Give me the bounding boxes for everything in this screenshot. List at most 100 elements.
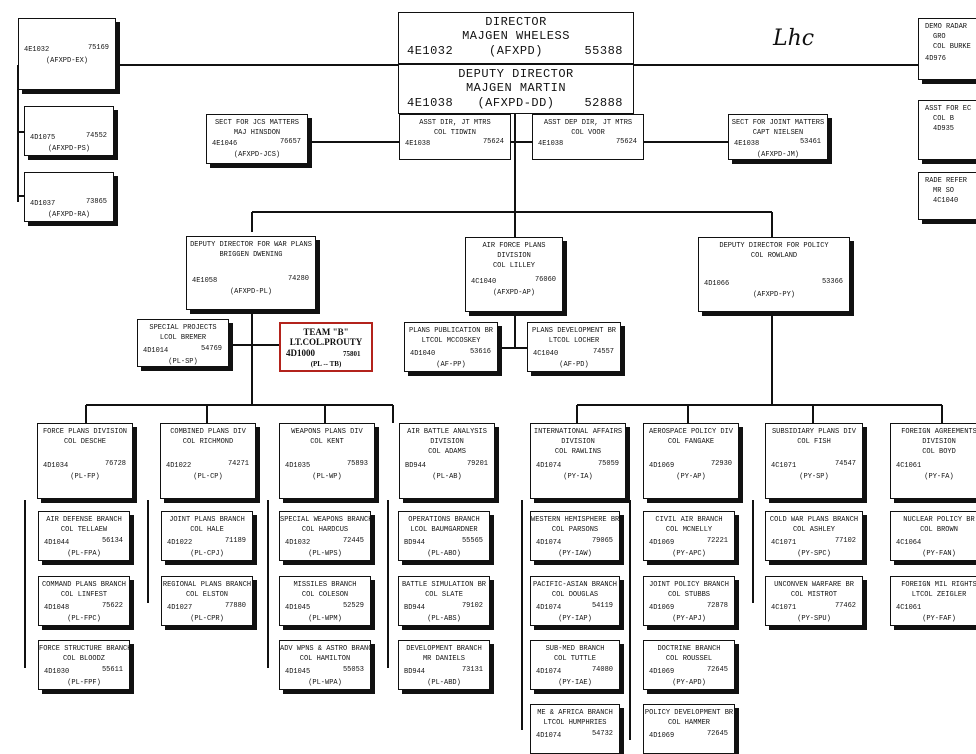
unit-chief: LTCOL LOCHER: [548, 337, 600, 345]
office-symbol: (PL-CP): [193, 473, 223, 481]
office-symbol: (PY-IAW): [558, 550, 592, 558]
unit-chief: COL HALE: [190, 526, 224, 534]
office-symbol: (PL-ABS): [427, 615, 461, 623]
room-number: 4D1074: [536, 668, 562, 676]
unit-chief: COL ASHLEY: [792, 526, 835, 534]
unit-chief: COL STUBBS: [667, 591, 710, 599]
director-title: DIRECTOR: [485, 15, 547, 29]
unit-title: MR SO: [933, 187, 955, 195]
room-number: 4D1000: [286, 348, 315, 358]
phone-number: 74280: [287, 275, 309, 283]
room-number: BD944: [405, 462, 427, 470]
room-number: BD944: [404, 668, 426, 676]
phone-number: 75801: [343, 350, 361, 358]
phone-number: 79201: [466, 460, 488, 468]
office-symbol: (AFXPD-JM): [756, 151, 799, 159]
unit-chief: COL MCNELLY: [665, 526, 713, 534]
phone-number: 55053: [342, 666, 364, 674]
phone-number: 79102: [461, 602, 483, 610]
office-symbol: (PL-FPC): [67, 615, 101, 623]
unit-chief: COL TELLAEW: [60, 526, 108, 534]
office-symbol: (AFXPD-DD): [477, 96, 555, 110]
office-symbol: (PL-WPS): [308, 550, 342, 558]
deputy-title: DEPUTY DIRECTOR: [458, 67, 574, 81]
room-number: 4C1071: [771, 539, 797, 547]
office-symbol: (PY-APC): [672, 550, 706, 558]
unit-title: TEAM "B": [303, 327, 349, 337]
room-number: 4E1038: [405, 140, 431, 148]
room-number: 4D1034: [43, 462, 69, 470]
phone-number: 76657: [279, 138, 301, 146]
unit-title: FORCE STRUCTURE BRANCH: [39, 645, 130, 653]
unit-chief: COL LILLEY: [492, 262, 535, 270]
phone-number: 74080: [591, 666, 613, 674]
office-symbol: (PY-FAN): [922, 550, 956, 558]
phone-number: 72445: [342, 537, 364, 545]
unit-chief: COL KENT: [310, 438, 344, 446]
room-number: 4E1058: [192, 277, 218, 285]
room-number: 4E1032: [407, 44, 454, 58]
unit-title: COMBINED PLANS DIV: [170, 428, 246, 436]
unit-chief: LT.COL.PROUTY: [289, 337, 363, 347]
unit-title: DOCTRINE BRANCH: [657, 645, 721, 653]
phone-number: 79065: [591, 537, 613, 545]
phone-number: 71189: [224, 537, 246, 545]
unit-chief: COL VOOR: [571, 129, 605, 137]
office-symbol: (AFXPD-JCS): [233, 151, 281, 159]
unit-title: AIR BATTLE ANALYSIS: [407, 428, 487, 436]
unit-chief: COL BROWN: [920, 526, 958, 534]
unit-chief: 4C1040: [933, 197, 959, 205]
unit-title: POLICY DEVELOPMENT BR: [644, 709, 734, 717]
room-number: 4D1074: [536, 732, 562, 740]
unit-chief: COL TUTTLE: [553, 655, 596, 663]
unit-title: DEMO RADAR: [925, 23, 968, 31]
room-number: 4D1069: [649, 604, 675, 612]
unit-chief: COL HAMMER: [667, 719, 710, 727]
unit-chief: COL BOYD: [922, 448, 956, 456]
phone-number: 55611: [101, 666, 123, 674]
office-symbol: (AFXPD-PY): [752, 291, 795, 299]
unit-title: SUBSIDIARY PLANS DIV: [771, 428, 856, 436]
unit-title: COLD WAR PLANS BRANCH: [769, 516, 859, 524]
phone-number: 75622: [101, 602, 123, 610]
unit-chief: DIVISION: [561, 438, 595, 446]
deputy-name: MAJGEN MARTIN: [465, 81, 567, 95]
phone-number: 55565: [461, 537, 483, 545]
room-number: BD944: [404, 539, 426, 547]
unit-title: ADV WPNS & ASTRO BRANCH: [280, 645, 371, 653]
office-symbol: (AFXPD-AP): [492, 289, 535, 297]
room-number: 4C1064: [896, 539, 922, 547]
unit-chief: COL BLOODZ: [62, 655, 105, 663]
unit-title: REGIONAL PLANS BRANCH: [162, 581, 252, 589]
phone-number: 75624: [482, 138, 504, 146]
unit-title: SUB-MED BRANCH: [545, 645, 605, 653]
room-number: 4E1038: [407, 96, 454, 110]
unit-title: PLANS DEVELOPMENT BR: [531, 327, 616, 335]
unit-chief: COL ELSTON: [185, 591, 228, 599]
office-symbol: (PL-CPR): [190, 615, 224, 623]
unit-chief: COL FANGAKE: [667, 438, 715, 446]
room-number: 4D1045: [285, 668, 311, 676]
room-number: 4E1032: [24, 46, 50, 54]
